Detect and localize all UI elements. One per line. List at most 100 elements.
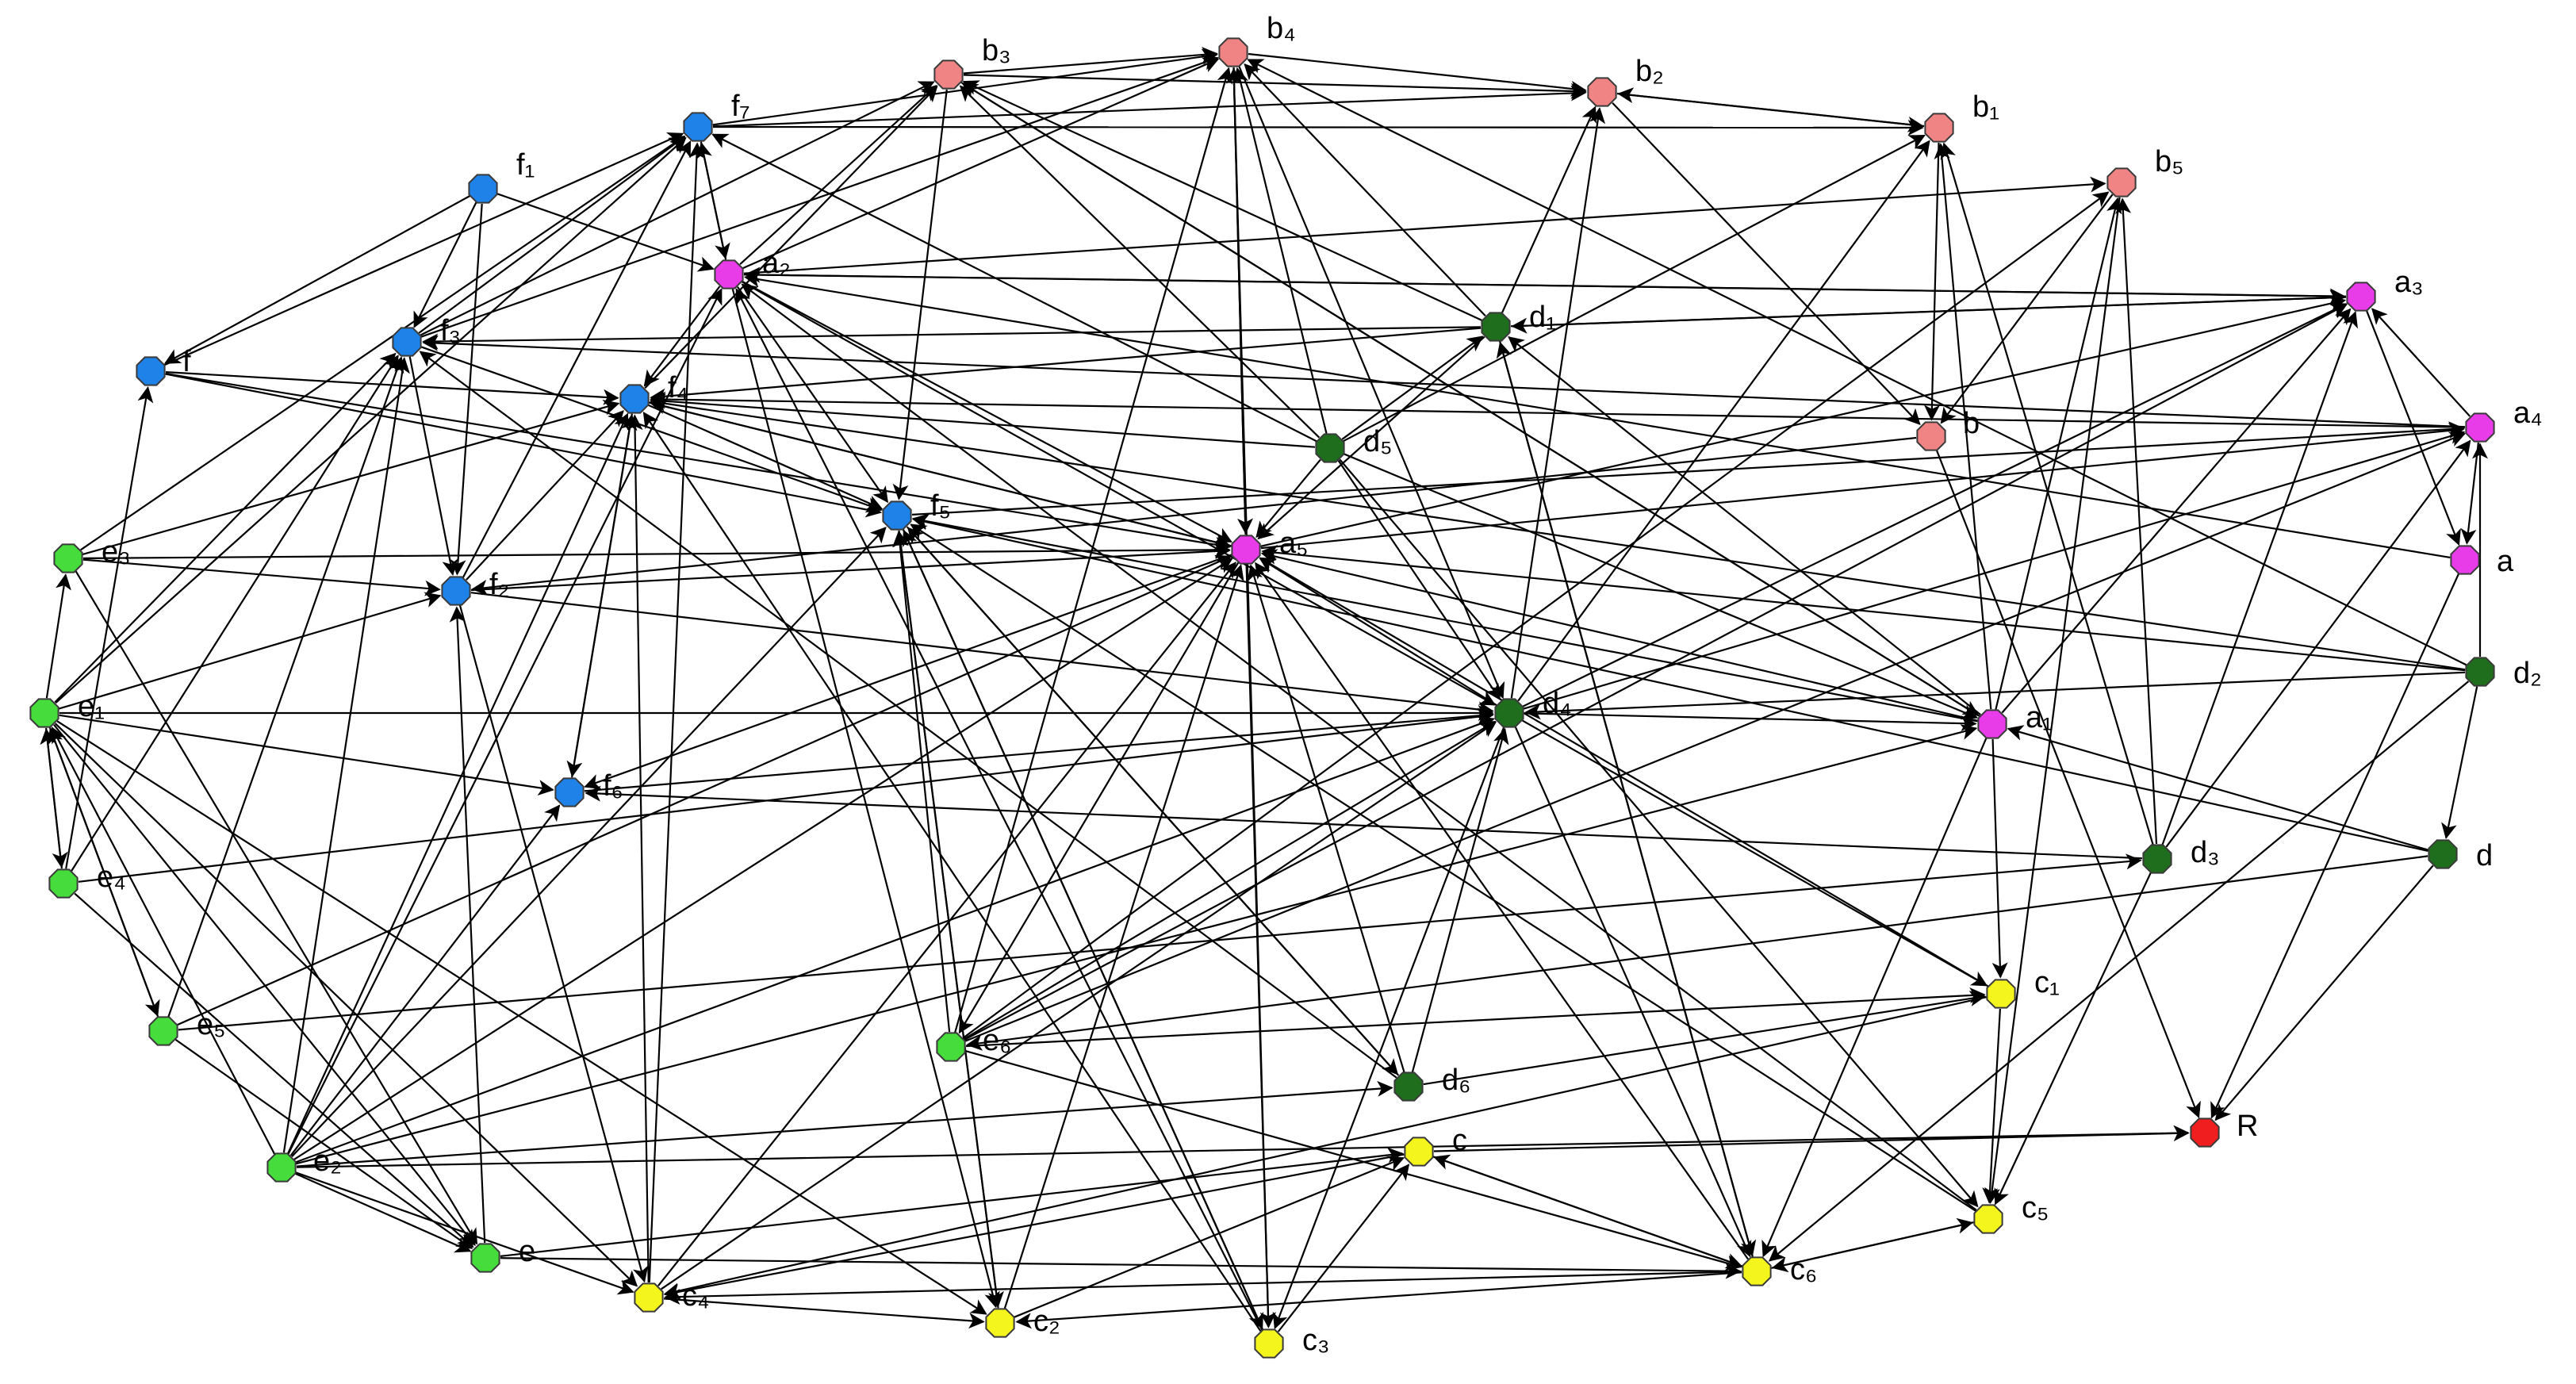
node-d1[interactable] bbox=[1481, 312, 1511, 342]
node-f5[interactable] bbox=[882, 500, 912, 531]
node-e5[interactable] bbox=[148, 1016, 178, 1046]
node-a1[interactable] bbox=[1977, 709, 2007, 739]
node-label-f3: f₃ bbox=[440, 314, 461, 347]
edge-a2-to-d4 bbox=[742, 281, 1497, 706]
edge-a2-to-f5 bbox=[736, 286, 888, 504]
edge-d2-to-f4 bbox=[650, 395, 2466, 671]
node-f1[interactable] bbox=[468, 174, 498, 204]
labels-layer: b₃b₄b₂b₁b₅bf₇f₁f₃ff₄f₅f₂f₆a₂a₃a₄aa₅a₁d₁d… bbox=[78, 12, 2543, 1357]
edge-f-to-f7 bbox=[163, 132, 684, 366]
edge-c4-to-a5 bbox=[657, 562, 1236, 1286]
node-c4[interactable] bbox=[634, 1282, 664, 1313]
nodes-layer bbox=[29, 37, 2495, 1359]
edge-e6-to-f5 bbox=[892, 531, 951, 1033]
edge-e3-to-f2 bbox=[82, 558, 441, 596]
node-c[interactable] bbox=[1404, 1137, 1434, 1167]
node-a5[interactable] bbox=[1231, 535, 1261, 565]
edge-e2-to-a5 bbox=[293, 558, 1233, 1160]
edge-e3-to-a5 bbox=[82, 542, 1231, 559]
edge-d5-to-f7 bbox=[711, 133, 1317, 443]
node-label-d4: d₄ bbox=[1543, 687, 1572, 720]
node-b5[interactable] bbox=[2106, 167, 2137, 197]
node-label-c2: c₂ bbox=[1033, 1305, 1060, 1338]
edge-c6-to-c4 bbox=[664, 1271, 1742, 1305]
node-d3[interactable] bbox=[2142, 844, 2172, 874]
node-label-f1: f₁ bbox=[516, 148, 535, 182]
node-e3[interactable] bbox=[53, 543, 83, 573]
edge-d5-to-b3 bbox=[959, 85, 1321, 439]
edge-a3-to-a bbox=[2365, 310, 2461, 546]
node-c5[interactable] bbox=[1973, 1204, 2003, 1234]
node-e6[interactable] bbox=[936, 1032, 966, 1062]
edge-f5-to-c3 bbox=[902, 528, 1264, 1330]
edge-d6-to-a5 bbox=[1247, 564, 1405, 1073]
edge-f5-to-d6 bbox=[906, 526, 1399, 1075]
node-c3[interactable] bbox=[1254, 1328, 1284, 1359]
node-R[interactable] bbox=[2190, 1118, 2220, 1148]
edge-e1-to-f3 bbox=[54, 352, 397, 704]
node-d2[interactable] bbox=[2465, 657, 2495, 687]
edge-e5-to-e1 bbox=[48, 727, 159, 1018]
edge-e6-to-b5 bbox=[962, 191, 2110, 1039]
edge-a4-to-f4 bbox=[650, 391, 2466, 428]
node-f3[interactable] bbox=[392, 327, 422, 357]
edge-e4-to-d4 bbox=[78, 708, 1494, 883]
node-c1[interactable] bbox=[1986, 979, 2016, 1009]
node-label-d: d bbox=[2476, 839, 2493, 872]
node-a4[interactable] bbox=[2465, 412, 2495, 443]
node-a2[interactable] bbox=[714, 259, 744, 289]
node-label-f2: f₂ bbox=[489, 568, 509, 601]
node-b[interactable] bbox=[1916, 421, 1946, 451]
node-b3[interactable] bbox=[933, 59, 964, 90]
edge-a1-to-b1 bbox=[1934, 143, 1992, 710]
node-label-e1: e₁ bbox=[78, 690, 105, 723]
node-f7[interactable] bbox=[683, 112, 713, 142]
node-label-a2: a₂ bbox=[762, 247, 791, 280]
node-a3[interactable] bbox=[2346, 282, 2376, 312]
node-e2[interactable] bbox=[266, 1152, 297, 1183]
edge-d1-to-b3 bbox=[962, 80, 1483, 321]
node-b1[interactable] bbox=[1924, 113, 1954, 143]
node-f[interactable] bbox=[136, 356, 166, 386]
edge-e1-to-e3 bbox=[45, 573, 71, 699]
node-label-f5: f₅ bbox=[930, 489, 951, 523]
node-b4[interactable] bbox=[1218, 37, 1248, 67]
node-d6[interactable] bbox=[1393, 1072, 1424, 1102]
edge-d2-to-a5 bbox=[1261, 544, 2466, 672]
node-f6[interactable] bbox=[554, 777, 585, 807]
edge-e3-to-f7 bbox=[80, 135, 686, 551]
edge-d3-to-b5 bbox=[2115, 197, 2158, 845]
node-c6[interactable] bbox=[1742, 1256, 1772, 1286]
edge-c-to-R bbox=[1433, 1125, 2190, 1152]
edge-d1-to-f3 bbox=[422, 326, 1482, 350]
edge-f6-to-f4 bbox=[571, 414, 638, 778]
node-label-c5: c₅ bbox=[2022, 1191, 2049, 1225]
edge-e2-to-a2 bbox=[287, 288, 723, 1155]
edge-a2-to-f4 bbox=[643, 286, 721, 387]
node-d4[interactable] bbox=[1494, 698, 1524, 728]
edge-c6-to-c2 bbox=[1015, 1271, 1742, 1329]
node-c2[interactable] bbox=[985, 1308, 1015, 1338]
edges-layer bbox=[40, 47, 2488, 1332]
node-e4[interactable] bbox=[48, 868, 79, 899]
node-e[interactable] bbox=[470, 1243, 500, 1273]
node-e1[interactable] bbox=[29, 698, 59, 728]
node-f4[interactable] bbox=[619, 384, 650, 414]
node-f2[interactable] bbox=[441, 576, 471, 606]
edge-f5-to-c2 bbox=[898, 530, 1004, 1308]
node-a[interactable] bbox=[2450, 545, 2480, 575]
node-d5[interactable] bbox=[1315, 433, 1345, 463]
edge-d4-to-b2 bbox=[1510, 107, 1606, 699]
node-b2[interactable] bbox=[1587, 77, 1617, 107]
edge-e1-to-c2 bbox=[56, 720, 987, 1315]
edge-a5-to-f6 bbox=[584, 554, 1232, 790]
node-label-b4: b₄ bbox=[1267, 12, 1296, 45]
edge-d6-to-f3 bbox=[419, 351, 1397, 1079]
edge-d4-to-c6 bbox=[1514, 726, 1752, 1258]
edge-e3-to-e bbox=[75, 570, 478, 1245]
edge-c3-to-a2 bbox=[735, 288, 1263, 1331]
node-d[interactable] bbox=[2428, 839, 2458, 869]
edge-f2-to-f7 bbox=[462, 140, 692, 578]
edge-c4-to-d4 bbox=[661, 721, 1497, 1290]
edge-e2-to-c4 bbox=[295, 1171, 634, 1295]
